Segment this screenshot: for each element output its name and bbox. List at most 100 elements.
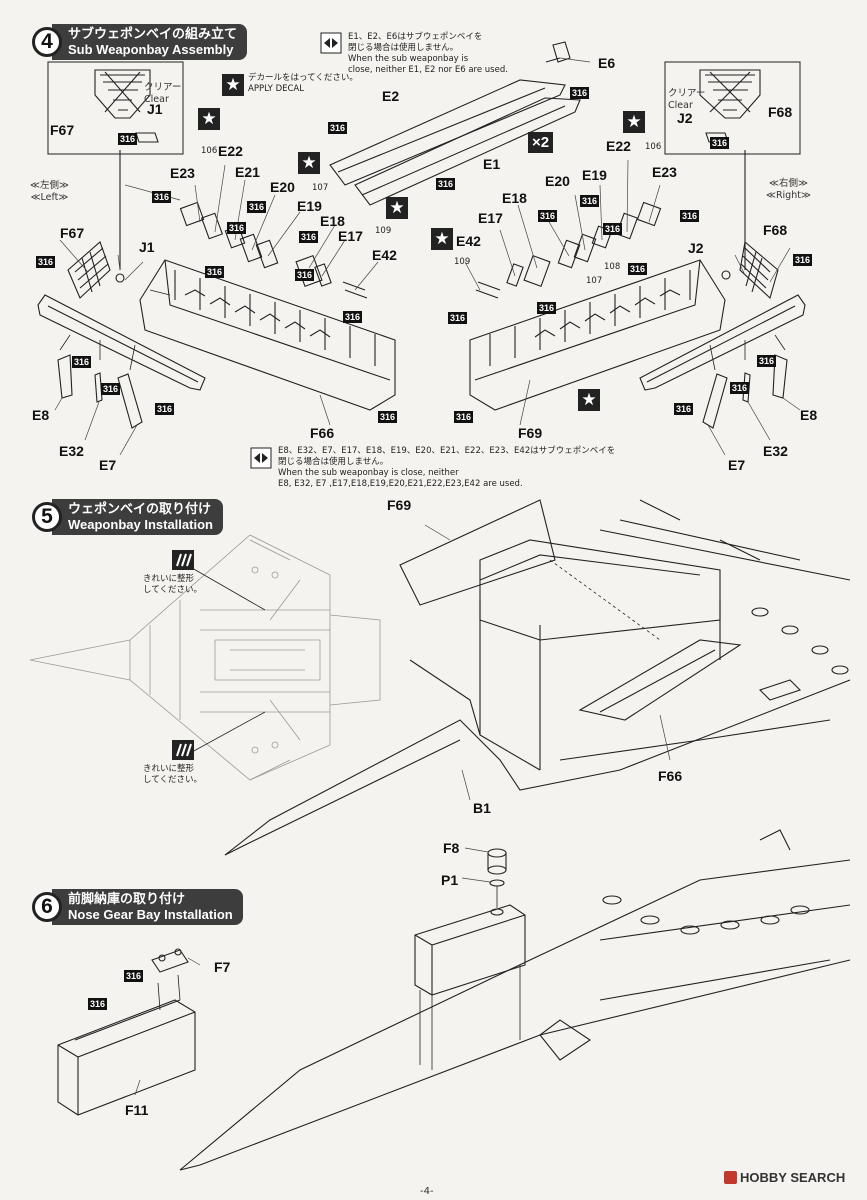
part-f66-left-bay [139,259,396,411]
clear-part-inset-right [664,61,801,155]
page-number: -4- [420,1186,434,1197]
part-f11-installed [414,904,526,996]
paint-tag: 316 [118,133,138,145]
label-f11: F11 [125,1102,149,1118]
label-p1: P1 [441,872,459,888]
step4-banner: 4 サブウェポンベイの組み立て Sub Weaponbay Assembly [32,24,248,60]
part-f8-cylinder [487,848,507,875]
label-e17-right: E17 [478,210,503,226]
decal-number: 108 [604,262,621,272]
label-f67: F67 [60,225,85,241]
step4-title-jp: サブウェポンベイの組み立て [68,26,238,41]
label-e21: E21 [235,164,260,180]
step4-title-en: Sub Weaponbay Assembly [68,42,234,57]
decal-number: 106 [201,146,218,156]
side-right-jp: ≪右側≫ [769,178,808,189]
label-e32-left: E32 [59,443,84,459]
label-f68: F68 [763,222,788,238]
label-f69-bay: F69 [518,425,543,441]
label-f7: F7 [214,959,231,975]
paint-tag: 316 [674,403,694,415]
label-j2: J2 [688,240,704,256]
clean-jp2: してください。 [143,775,202,785]
part-f69-panel [399,499,556,606]
part-e2-rail [329,79,566,186]
step6-title-jp: 前脚納庫の取り付け [68,891,186,906]
label-e22-left: E22 [218,143,243,159]
step5-banner: 5 ウェポンベイの取り付け Weaponbay Installation [32,499,223,535]
label-e8-left: E8 [32,407,50,423]
note-mid-en2: E8, E32, E7 ,E17,E18,E19,E20,E21,E22,E23… [278,479,523,489]
paint-tag: 316 [205,266,225,278]
part-e6 [552,41,571,63]
decal-number: 109 [454,257,471,267]
paint-tag: 316 [155,403,175,415]
clear-en: Clear [668,100,693,111]
label-j1: J1 [139,239,155,255]
paint-tag: 316 [101,383,121,395]
step5-number: 5 [32,502,62,532]
paint-tag: 316 [793,254,813,266]
note-top-en2: close, neither E1, E2 nor E6 are used. [348,65,508,75]
clean-note-1: きれいに整形 してください。 [143,574,202,596]
file-clean-icon [172,550,194,570]
clean-note-2: きれいに整形 してください。 [143,764,202,786]
side-left-en: ≪Left≫ [30,192,69,203]
part-f11-box [57,999,196,1116]
label-f69: F69 [387,497,412,513]
label-j1-clear: J1 [147,101,163,117]
part-e1-rail [354,97,581,206]
note-top: E1、E2、E6はサブウェポンベイを 閉じる場合は使用しません。 When th… [348,32,508,76]
note-mid: E8、E32、E7、E17、E18、E19、E20、E21、E22、E23、E4… [278,446,615,490]
label-f66-bay: F66 [310,425,335,441]
paint-tag: 316 [730,382,750,394]
decal-star-icon: ★ [222,74,244,96]
part-p1-washer [489,879,505,887]
paint-tag: 316 [537,302,557,314]
label-e2: E2 [382,88,400,104]
side-left-jp: ≪左側≫ [30,180,69,191]
note-mid-en1: When the sub weaponbay is close, neither [278,468,459,478]
door-panel-left [37,294,206,391]
fuselage-step5 [224,499,851,856]
paint-tag: 316 [757,355,777,367]
aircraft-plan-view [29,534,381,781]
label-e23-left: E23 [170,165,195,181]
closed-bay-icon-top [320,32,342,54]
paint-tag: 316 [628,263,648,275]
paint-tag: 316 [88,998,108,1010]
label-e1: E1 [483,156,501,172]
file-clean-icon [172,740,194,760]
decal-star-icon: ★ [578,389,600,411]
label-e17-left: E17 [338,228,363,244]
note-mid-jp1: E8、E32、E7、E17、E18、E19、E20、E21、E22、E23、E4… [278,446,616,456]
label-e22-right: E22 [606,138,631,154]
paint-tag: 316 [36,256,56,268]
step5-title-en: Weaponbay Installation [68,517,213,532]
paint-tag: 316 [538,210,558,222]
label-e32-right: E32 [763,443,788,459]
part-f66-panel [578,639,742,721]
clean-jp1: きれいに整形 [143,764,195,774]
decal-number: 109 [375,226,392,236]
paint-tag: 316 [570,87,590,99]
note-top-jp1: E1、E2、E6はサブウェポンベイを [348,32,483,42]
side-label-right: ≪右側≫≪Right≫ [766,178,811,202]
clear-jp: クリアー [668,88,706,99]
clear-jp: クリアー [144,82,182,93]
clear-window-part [94,69,151,119]
decal-star-icon: ★ [298,152,320,174]
label-e8-right: E8 [800,407,818,423]
step6-banner: 6 前脚納庫の取り付け Nose Gear Bay Installation [32,889,243,925]
watermark-logo-icon [724,1171,737,1184]
paint-tag: 316 [295,269,315,281]
label-e7-left: E7 [99,457,117,473]
label-f68-clear: F68 [768,104,793,120]
clear-en: Clear [144,94,169,105]
side-right-en: ≪Right≫ [766,190,811,201]
paint-tag: 316 [72,356,92,368]
label-e6: E6 [598,55,616,71]
step5-title-jp: ウェポンベイの取り付け [68,501,212,516]
